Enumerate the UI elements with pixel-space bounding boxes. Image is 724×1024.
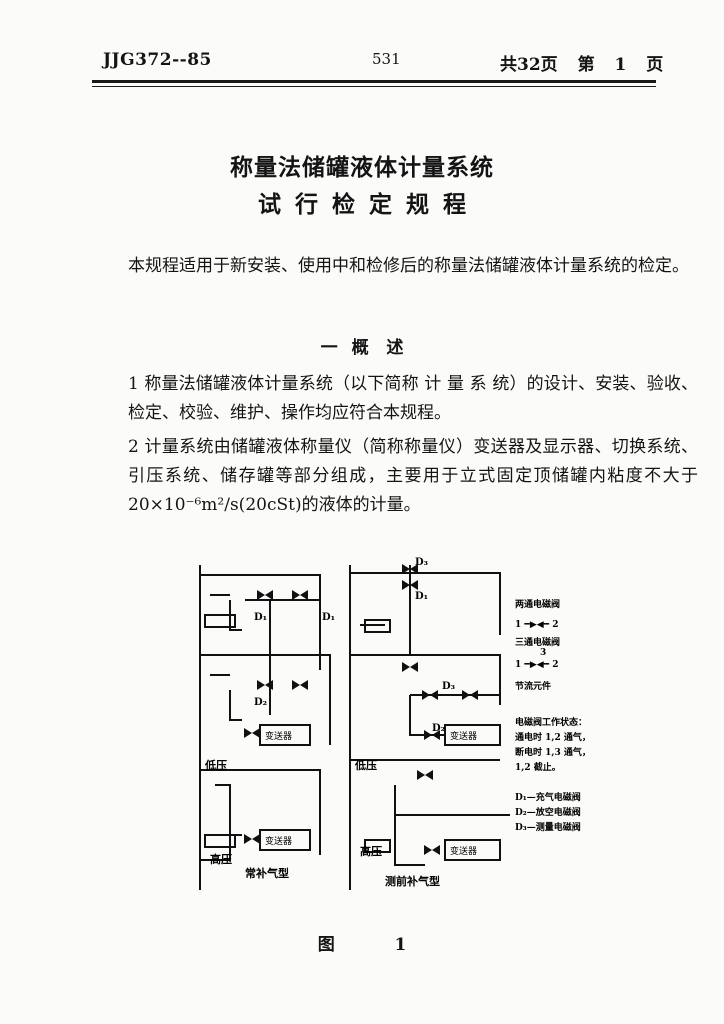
right-transmitter-label: 变送器 [450,730,477,742]
legend-d1: D₁—充气电磁阀 [515,791,581,803]
header-rule-thin [92,86,656,87]
left-high-pressure-label: 高压 [210,852,232,866]
right-low-pressure-label: 低压 [354,758,377,772]
figure-1: D₁ D₁ D₂ 变送器 变送器 低压 高压 常补气型 D₃ D₁ D₃ D₂ … [170,555,670,900]
clause-1: 1 称量法储罐液体计量系统（以下简称 计 量 系 统）的设计、安装、验收、检定、… [128,374,698,423]
system-diagram: D₁ D₁ D₂ 变送器 变送器 低压 高压 常补气型 D₃ D₁ D₃ D₂ … [199,557,591,890]
section-heading: 一 概 述 [0,333,724,358]
right-type-label: 测前补气型 [385,874,440,888]
legend-two-way-ports: 1 ━▶◀━ 2 [515,620,558,630]
left-valve-d1-label-b: D₁ [322,612,335,623]
left-valve-d1-label: D₁ [254,612,267,623]
legend-state-title: 电磁阀工作状态： [515,716,587,728]
left-type-label: 常补气型 [245,866,289,880]
left-low-pressure-label: 低压 [204,758,227,772]
right-valve-d3-label: D₃ [415,557,428,568]
intro-paragraph: 本规程适用于新安装、使用中和检修后的称量法储罐液体计量系统的检定。 [128,256,689,276]
figure-legend: 两通电磁阀 1 ━▶◀━ 2 三通电磁阀 3 1 ━▶◀━ 2 节流元件 电磁阀… [515,598,591,833]
page-info: 共32页 第 1 页 [500,55,664,75]
legend-three-way-valve: 三通电磁阀 [515,636,560,648]
standard-code: JJG372--85 [103,50,212,70]
legend-three-way-ports: 1 ━▶◀━ 2 [515,660,558,670]
legend-state-deenergized: 断电时 1,3 通气， [515,746,591,758]
right-high-pressure-label: 高压 [360,844,382,858]
legend-three-way-port-top: 3 [540,648,546,658]
legend-d3: D₃—测量电磁阀 [515,821,581,833]
left-valve-d2-label: D₂ [254,697,267,708]
right-valve-d1-label: D₁ [415,591,428,602]
right-valve-d2-label: D₂ [432,723,445,734]
page-number: 531 [372,50,401,68]
legend-throttle: 节流元件 [515,680,551,692]
legend-two-way-valve: 两通电磁阀 [515,598,560,610]
right-transmitter-label-2: 变送器 [450,845,477,857]
document-title: 称量法储罐液体计量系统 [230,154,494,181]
legend-state-closed: 1,2 截止。 [515,761,561,773]
left-transmitter-label-2: 变送器 [265,835,292,847]
legend-state-energized: 通电时 1,2 通气， [515,731,591,743]
document-subtitle: 试行检定规程 [258,191,480,218]
clause-2: 2 计量系统由储罐液体称量仪（简称称量仪）变送器及显示器、切换系统、引压系统、储… [128,437,698,515]
header-rule-thick [92,80,656,83]
left-transmitter-label: 变送器 [265,730,292,742]
right-valve-d3-label-b: D₃ [442,681,455,692]
figure-caption: 图 1 [317,935,407,955]
legend-d2: D₂—放空电磁阀 [515,806,581,818]
section-title: 概 述 [351,338,404,358]
section-number: 一 [320,338,338,358]
